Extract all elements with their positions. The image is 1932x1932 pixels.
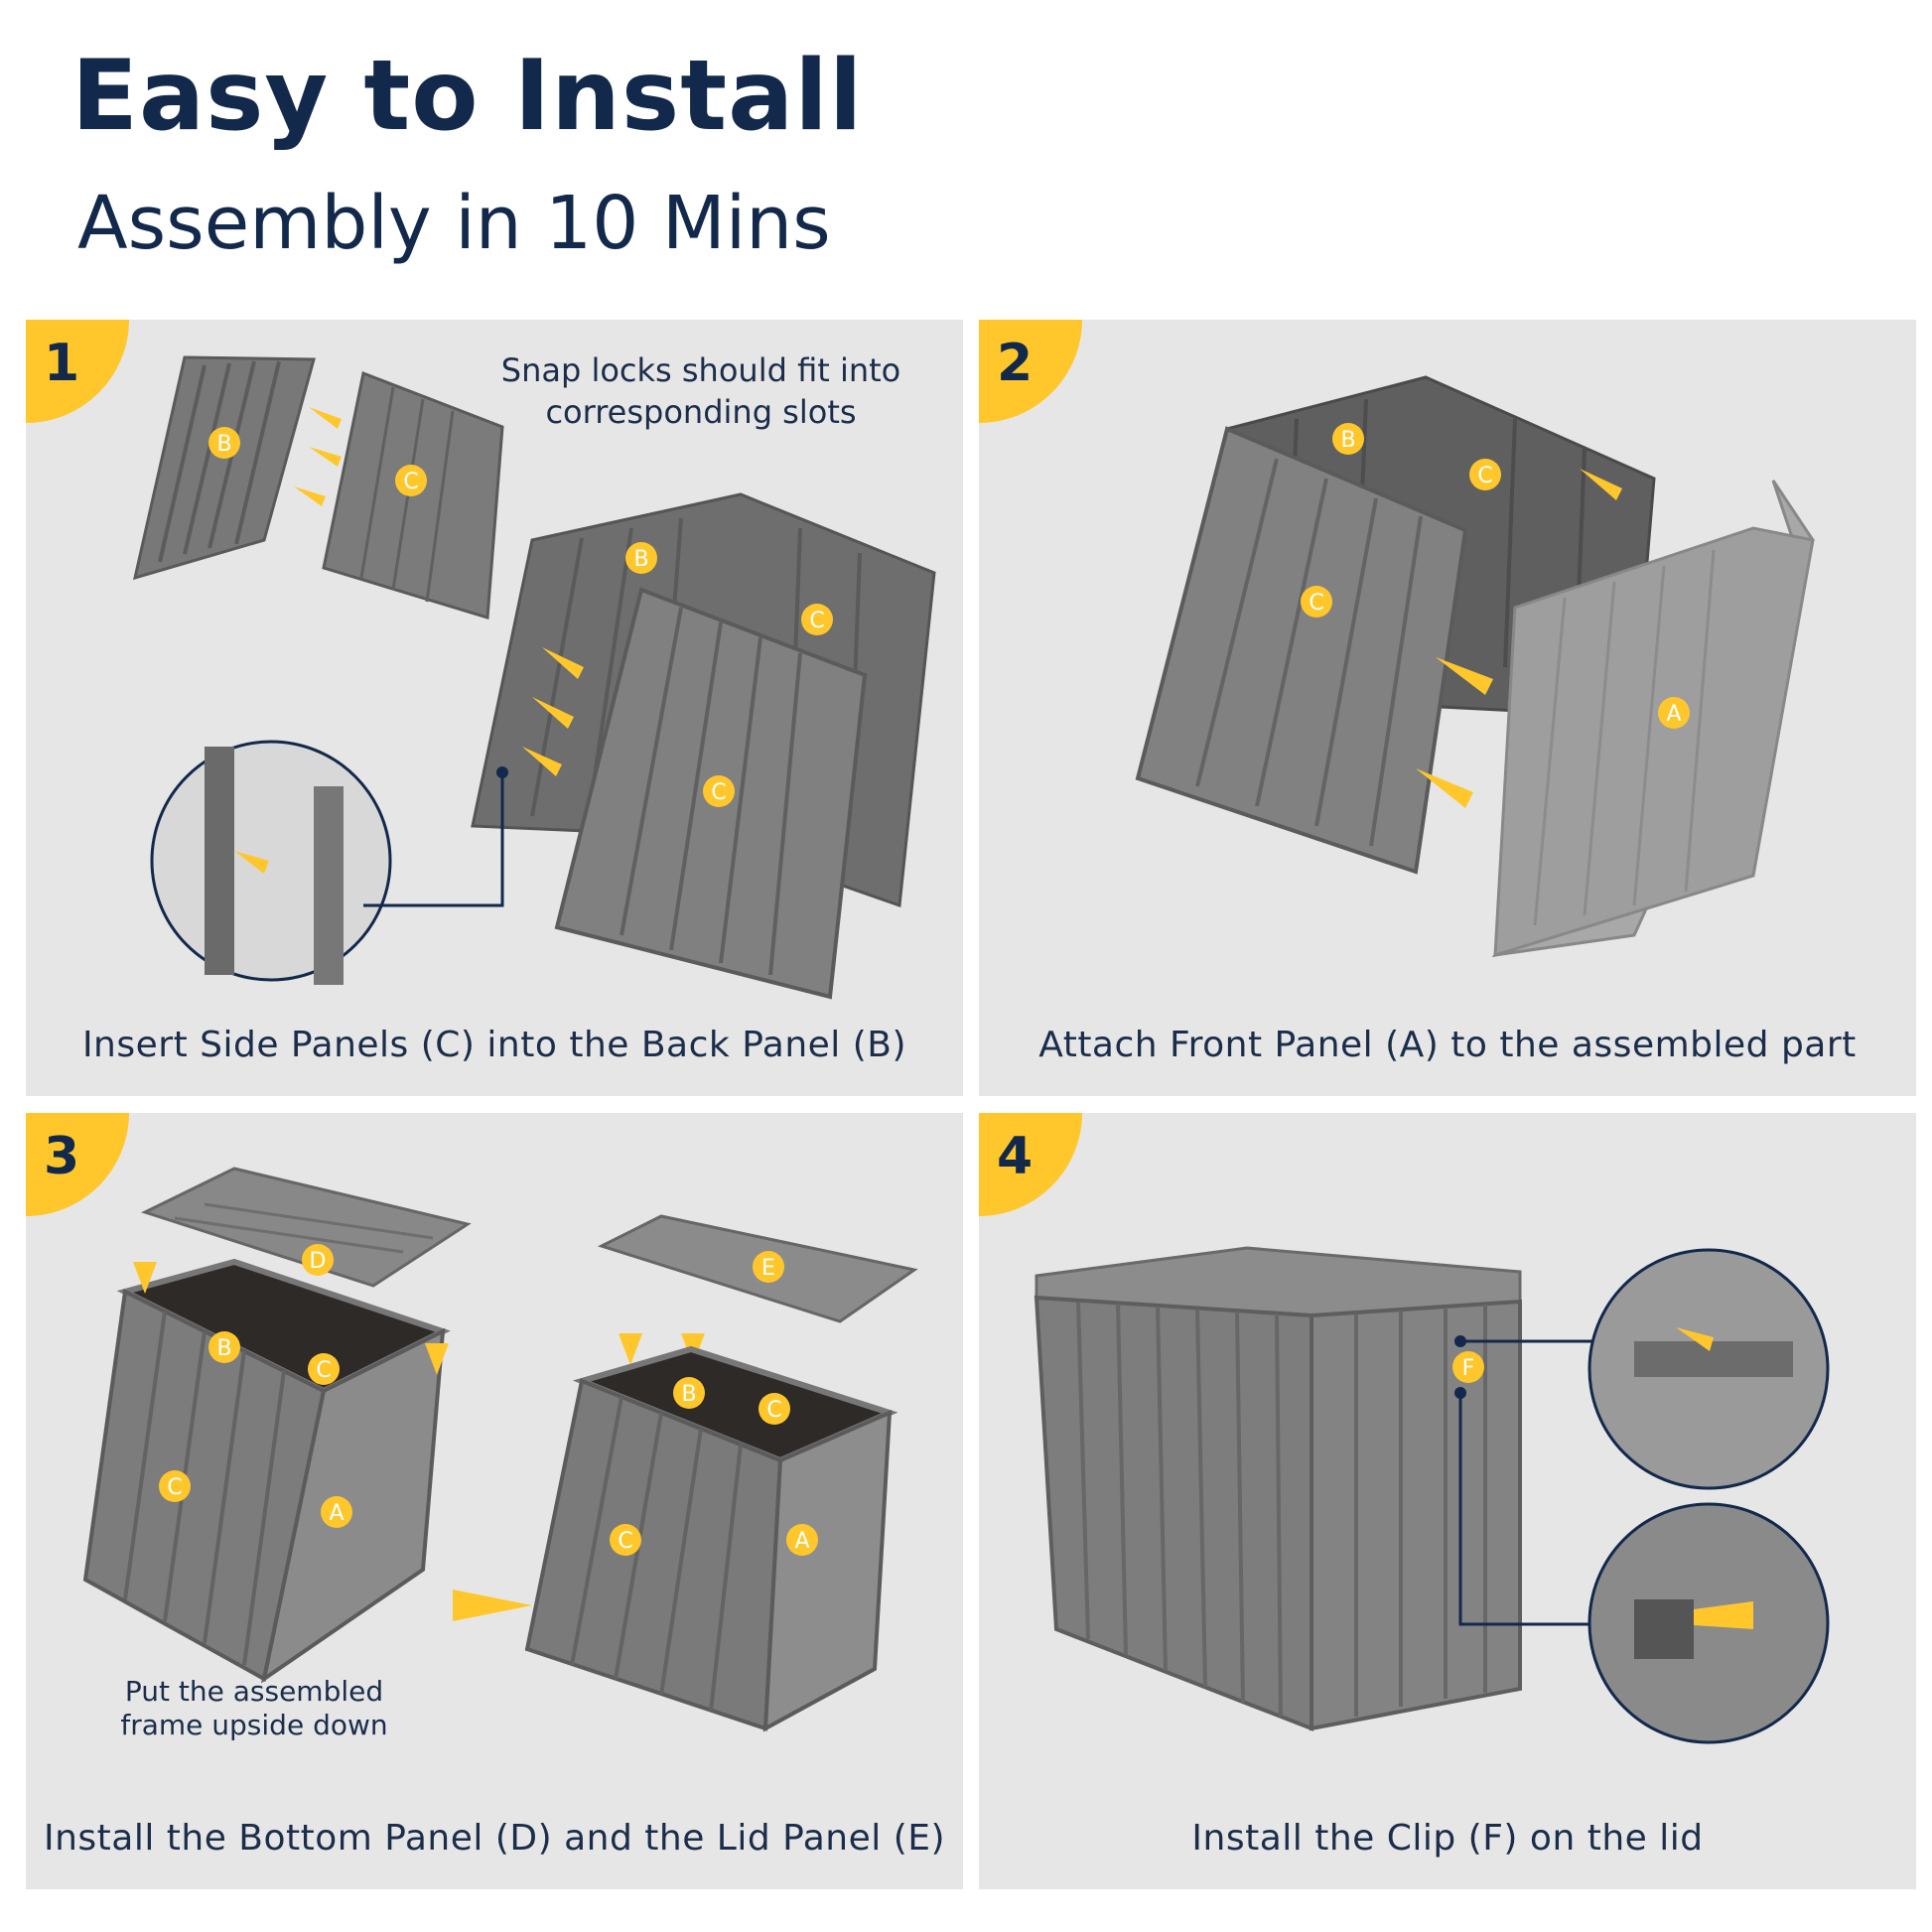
box-side-shape [261, 1327, 446, 1684]
step-number: 2 [997, 334, 1034, 393]
step-1-note: Snap locks should fit into corresponding… [500, 351, 901, 431]
label-f: F [1462, 1356, 1475, 1381]
step-4-illustration: F [1034, 1246, 1830, 1744]
part-labels: B C C A [1301, 423, 1690, 729]
label-b: B [681, 1382, 696, 1407]
page-subtitle: Assembly in 10 Mins [77, 181, 831, 266]
label-a: A [794, 1529, 809, 1554]
detail-zoom-circle [150, 740, 392, 982]
label-b: B [1340, 428, 1355, 453]
bottom-panel-shape [140, 1167, 472, 1288]
step-2-panel: 2 B C C A Attach Front Panel (A) [979, 320, 1916, 1096]
label-c: C [618, 1529, 632, 1554]
step-3-illustration: D B C C A E B C C A [82, 1167, 918, 1732]
page-title: Easy to Install [71, 40, 864, 153]
step-1-panel: 1 Snap locks should fit into correspondi… [26, 320, 963, 1096]
step-1-illustration: B C B C C [132, 355, 936, 1000]
label-b: B [633, 547, 648, 572]
step-3-caption: Install the Bottom Panel (D) and the Lid… [43, 1818, 946, 1859]
step-2-illustration: B C C A [1135, 375, 1815, 958]
box-side-shape [1034, 1295, 1313, 1731]
label-a: A [1666, 702, 1681, 727]
step-number: 4 [997, 1127, 1034, 1186]
box-front-shape [1310, 1299, 1522, 1731]
part-labels: F [1452, 1351, 1484, 1383]
label-b: B [216, 432, 231, 457]
step-badge: 3 [26, 1113, 129, 1216]
label-c: C [711, 780, 726, 805]
label-c: C [1477, 464, 1492, 488]
step-1-caption: Insert Side Panels (C) into the Back Pan… [81, 1025, 907, 1065]
label-e: E [761, 1256, 775, 1281]
step-number: 1 [44, 334, 80, 393]
step-badge: 1 [26, 320, 129, 423]
step-3-panel: 3 D B [26, 1113, 963, 1889]
label-c: C [766, 1398, 781, 1423]
step-number: 3 [44, 1127, 80, 1186]
label-c: C [1309, 591, 1323, 616]
arrow-icons [1416, 469, 1622, 808]
arrow-icons [294, 407, 342, 506]
step-4-panel: 4 F Install the Clip (F) on the lid [979, 1113, 1916, 1889]
step-4-caption: Install the Clip (F) on the lid [1191, 1818, 1704, 1859]
part-labels: D B C C A E B C C A [159, 1244, 818, 1556]
label-c: C [809, 609, 824, 633]
label-c: C [316, 1358, 331, 1383]
part-labels: B C B C C [208, 427, 833, 807]
step-3-note: Put the assembled frame upside down [120, 1675, 388, 1741]
label-d: D [310, 1249, 327, 1274]
label-c: C [167, 1475, 182, 1500]
label-a: A [329, 1501, 344, 1526]
step-2-caption: Attach Front Panel (A) to the assembled … [1038, 1025, 1857, 1065]
label-c: C [403, 470, 418, 494]
label-b: B [216, 1336, 231, 1361]
